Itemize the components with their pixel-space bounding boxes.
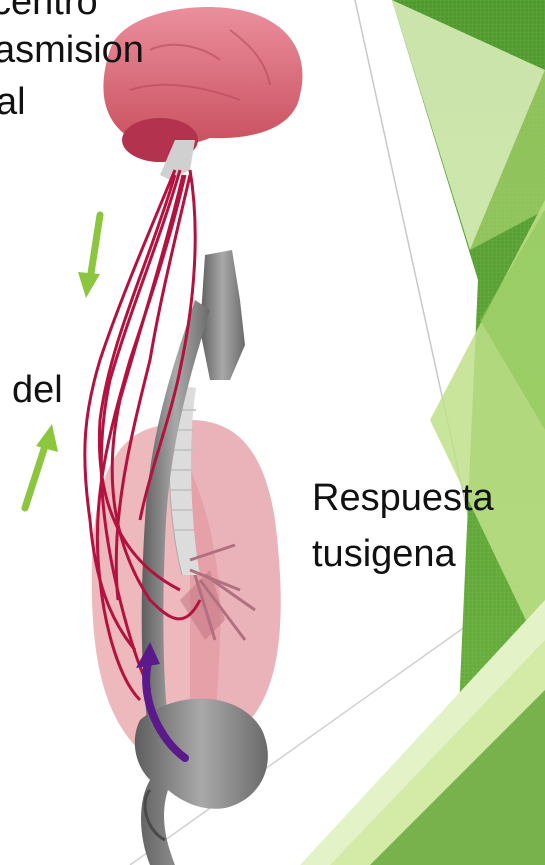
label-transmision: asmision: [0, 28, 144, 72]
label-respuesta: Respuesta: [312, 476, 494, 520]
label-centro: centro: [0, 0, 98, 24]
label-tusigena: tusigena: [312, 532, 456, 576]
afferent-arrow-icon: [25, 424, 58, 508]
efferent-arrow-icon: [78, 215, 100, 298]
label-al: al: [0, 80, 26, 124]
label-del: del: [12, 368, 63, 412]
